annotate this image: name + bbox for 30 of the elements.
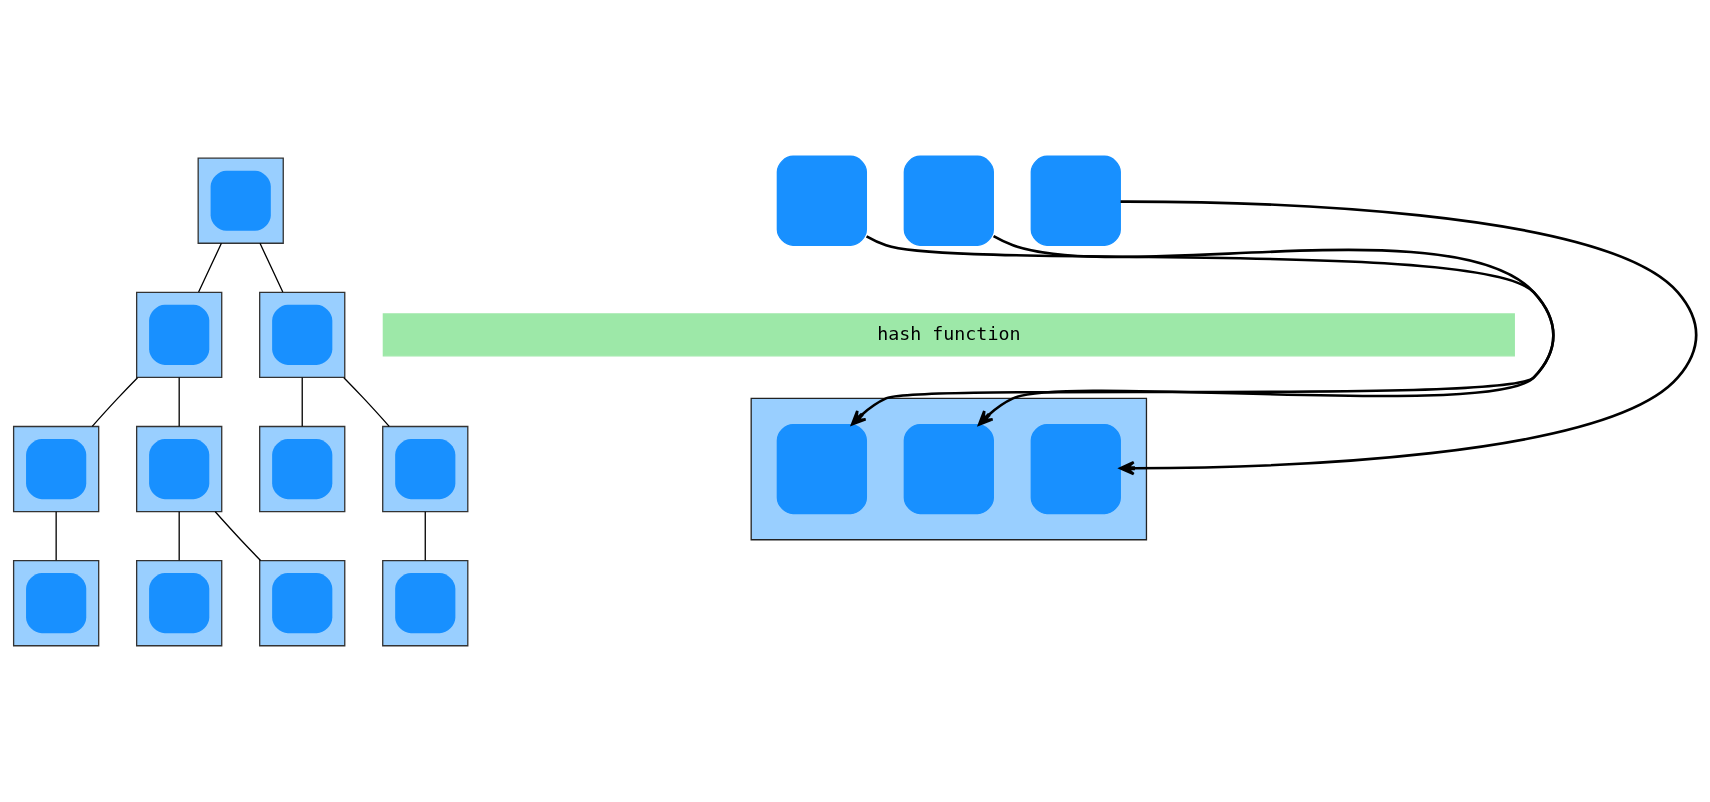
node-box xyxy=(1030,423,1121,515)
node-box xyxy=(259,560,346,647)
node-box xyxy=(136,291,223,379)
node-box xyxy=(903,155,994,246)
node-box xyxy=(259,291,346,379)
connector xyxy=(178,510,180,561)
node-box xyxy=(1030,155,1121,246)
connector xyxy=(259,242,284,293)
connector xyxy=(343,377,390,427)
node-box xyxy=(903,423,994,515)
connector xyxy=(214,511,262,562)
node-box xyxy=(382,425,469,513)
node-box xyxy=(382,560,469,647)
node-box xyxy=(197,157,284,244)
node-box xyxy=(259,425,346,513)
node-box: hash function xyxy=(382,313,1515,357)
connector xyxy=(197,242,223,293)
connector xyxy=(55,510,57,561)
connector xyxy=(301,376,303,427)
cluster xyxy=(750,397,1148,541)
node-box xyxy=(776,155,867,246)
arrow xyxy=(1119,200,1698,476)
node-box xyxy=(776,423,867,515)
connector xyxy=(424,510,426,561)
node-box xyxy=(12,425,100,513)
node-box xyxy=(136,425,223,513)
connector xyxy=(91,377,139,427)
node-box xyxy=(136,560,223,647)
node-box xyxy=(12,560,100,647)
connector xyxy=(178,376,180,427)
